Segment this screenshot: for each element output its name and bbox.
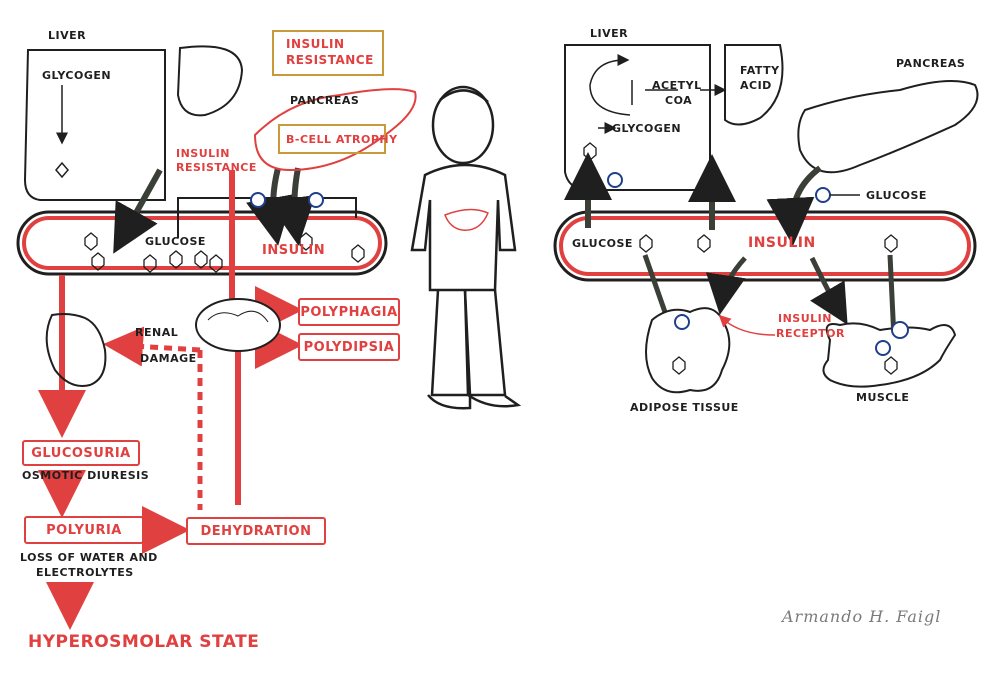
label-pancreas-left: PANCREAS: [290, 94, 360, 107]
label-glucose-vessel: GLUCOSE: [572, 237, 633, 250]
label-insulin-resistance-liver-1: INSULIN: [176, 147, 230, 160]
label-liver-left: LIVER: [48, 29, 87, 42]
liver-lobe-right: [724, 44, 784, 126]
label-glucose-left: GLUCOSE: [145, 235, 206, 248]
glucosuria-box: GLUCOSURIA: [22, 440, 140, 466]
label-insulin-receptor-2: RECEPTOR: [776, 327, 845, 340]
pancreas-person: [444, 208, 489, 231]
label-acetyl-coa-1: ACETYL: [652, 79, 702, 92]
label-liver-right: LIVER: [590, 27, 629, 40]
brain: [195, 298, 281, 352]
pancreas-right: [797, 80, 979, 174]
label-glycogen-right: GLYCOGEN: [612, 122, 682, 135]
label-fatty-acid-1: FATTY: [740, 64, 780, 77]
label-renal-damage-1: RENAL: [135, 326, 179, 339]
label-insulin-receptor-1: INSULIN: [778, 312, 832, 325]
label-fatty-acid-2: ACID: [740, 79, 772, 92]
polyphagia-box: POLYPHAGIA: [298, 298, 400, 326]
liver-outline-left: [23, 49, 166, 201]
person-figure: [410, 85, 522, 410]
label-hyperosmolar-state: HYPEROSMOLAR STATE: [28, 632, 260, 652]
polydipsia-box: POLYDIPSIA: [298, 333, 400, 361]
liver-lobe-left: [176, 45, 244, 117]
label-insulin-left: INSULIN: [262, 243, 326, 258]
label-glycogen-left: GLYCOGEN: [42, 69, 112, 82]
muscle-shape: [822, 322, 957, 388]
insulin-resistance-box: INSULIN RESISTANCE: [272, 30, 384, 76]
signature: Armando H. Faigl: [782, 607, 942, 626]
polyuria-box: POLYURIA: [24, 516, 144, 544]
label-loss-water-2: ELECTROLYTES: [36, 566, 134, 579]
label-insulin-resistance-box-2: RESISTANCE: [286, 53, 374, 67]
label-renal-damage-2: DAMAGE: [140, 352, 197, 365]
label-adipose-tissue: ADIPOSE TISSUE: [630, 401, 739, 414]
glucose-molecule-icon: [55, 161, 69, 179]
liver-outline-right: [564, 44, 711, 191]
label-pancreas-right: PANCREAS: [896, 57, 966, 70]
label-insulin-resistance-box-1: INSULIN: [286, 37, 345, 51]
label-insulin-resistance-liver-2: RESISTANCE: [176, 161, 257, 174]
label-glucose-pancreas: GLUCOSE: [866, 189, 927, 202]
adipose-tissue-shape: [645, 307, 731, 394]
pancreas-left: [253, 88, 417, 172]
label-muscle: MUSCLE: [856, 391, 910, 404]
beta-cell-atrophy-box: β-CELL ATROPHY: [278, 124, 397, 154]
label-acetyl-coa-2: COA: [665, 94, 693, 107]
blood-vessel-right: [553, 210, 977, 282]
dehydration-box: DEHYDRATION: [186, 517, 326, 545]
label-beta-cell-atrophy: β-CELL ATROPHY: [286, 133, 398, 146]
label-loss-water-1: LOSS OF WATER AND: [20, 551, 158, 564]
kidney: [45, 313, 107, 387]
label-insulin-right: INSULIN: [748, 235, 816, 251]
label-osmotic-diuresis: OSMOTIC DIURESIS: [22, 469, 150, 482]
